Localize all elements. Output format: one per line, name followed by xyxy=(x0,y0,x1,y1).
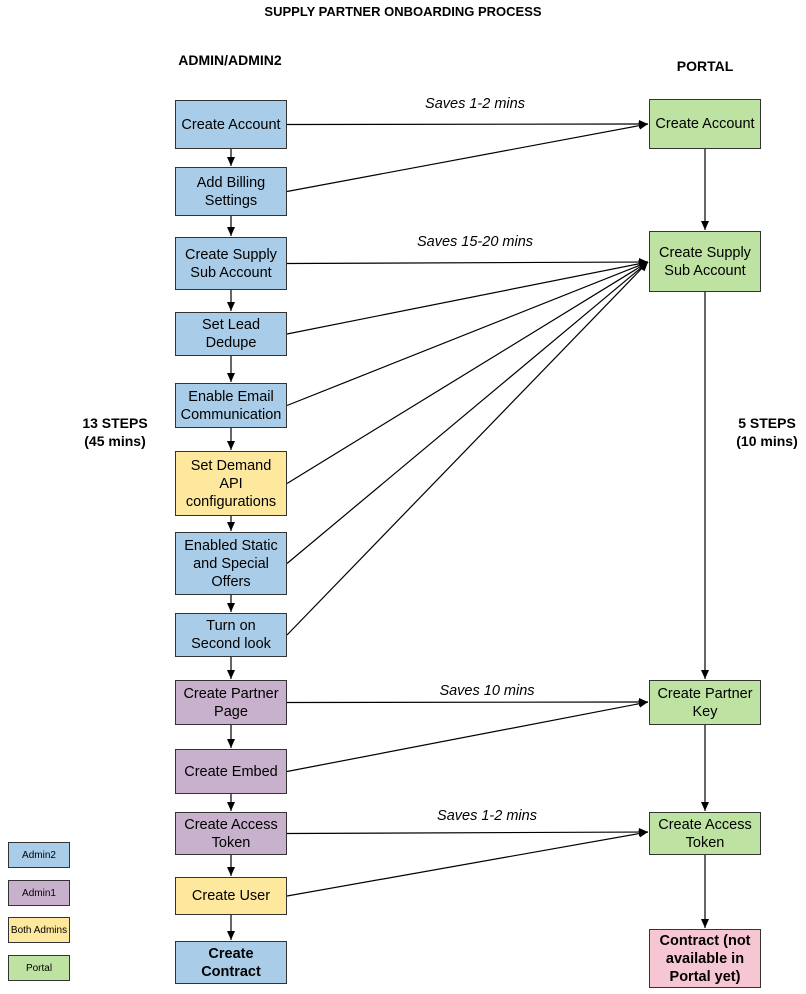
portal-step-box-line: Create Access xyxy=(658,816,752,833)
admin-step-box-line: Settings xyxy=(204,192,258,209)
portal-step-box-line: Sub Account xyxy=(664,262,746,279)
portal-step-box-line: Create Account xyxy=(655,116,755,132)
mapping-arrow xyxy=(286,829,649,897)
admin-step-box-line: Create Embed xyxy=(184,763,278,780)
admin-step-box-line: Enable Email xyxy=(188,388,274,405)
mapping-arrow xyxy=(286,828,649,837)
legend-item: Portal xyxy=(8,955,70,981)
admin-step-box-line: Create Account xyxy=(181,116,281,133)
portal-step-box-line: Create Partner xyxy=(657,685,753,702)
admin-step-box-line: and Special xyxy=(193,555,269,572)
legend-item: Both Admins xyxy=(8,917,70,943)
admin-step-box: Create User xyxy=(175,877,287,915)
admin-step-box: Create Account xyxy=(175,100,287,149)
mapping-arrow xyxy=(286,259,649,335)
portal-step-box-line: Token xyxy=(685,834,725,851)
admin-step-box-line: Sub Account xyxy=(190,264,272,281)
portal-steps-count: 5 STEPS xyxy=(738,415,796,431)
portal-step-box-line: Key xyxy=(692,703,718,720)
admin-steps-count: 13 STEPS xyxy=(82,415,148,431)
admin-step-box-line: Dedupe xyxy=(205,335,257,351)
diagram-title: SUPPLY PARTNER ONBOARDING PROCESS xyxy=(264,4,542,19)
portal-column-header: PORTAL xyxy=(676,58,734,74)
mapping-arrow xyxy=(286,121,649,193)
admin-step-box-line: Set Lead xyxy=(201,317,261,333)
admin-step-box-line: Second look xyxy=(191,636,271,652)
admin-step-box-line: Set Demand xyxy=(190,457,272,474)
admin-step-box-line: Create Partner xyxy=(183,685,279,702)
mapping-arrow xyxy=(286,261,649,564)
savings-label: Saves 1-2 mins xyxy=(437,808,537,824)
admin-step-box-line: Offers xyxy=(211,573,251,590)
admin-step-box: Turn on Second look xyxy=(175,613,287,657)
mapping-arrow xyxy=(286,261,649,485)
portal-step-box-line: available in xyxy=(665,950,745,967)
portal-steps-time: (10 mins) xyxy=(736,433,798,449)
portal-step-box-line: Create Supply xyxy=(659,244,751,261)
admin-step-box-line: API xyxy=(219,475,243,492)
legend-item: Admin1 xyxy=(8,880,70,906)
portal-step-box-line: Contract (not xyxy=(659,932,751,949)
admin-step-box-line: Create Supply xyxy=(185,246,277,263)
admin-step-box-line: Add Billing xyxy=(196,174,266,191)
admin-step-box-line: Create xyxy=(208,945,254,962)
portal-step-box: Create Account xyxy=(649,99,761,149)
mapping-arrow xyxy=(286,699,649,773)
legend-item: Admin2 xyxy=(8,842,70,868)
savings-label: Saves 10 mins xyxy=(439,683,535,699)
portal-steps-label: 5 STEPS (10 mins) xyxy=(722,414,806,450)
admin-steps-label: 13 STEPS (45 mins) xyxy=(60,414,170,450)
mapping-arrow xyxy=(286,698,649,707)
admin-step-box-line: Communication xyxy=(180,406,282,423)
admin-step-box-line: Turn on xyxy=(206,618,256,634)
mapping-arrow xyxy=(286,261,649,636)
admin-step-box-line: Enabled Static xyxy=(184,537,278,554)
admin-step-box-line: Create User xyxy=(191,888,271,904)
savings-label: Saves 1-2 mins xyxy=(425,96,525,112)
admin-column-header: ADMIN/ADMIN2 xyxy=(178,52,282,68)
admin-step-box-line: Create Access xyxy=(184,816,278,833)
mapping-arrow xyxy=(286,258,649,267)
mapping-arrow xyxy=(286,261,649,407)
admin-step-box-line: Contract xyxy=(201,963,261,980)
portal-step-box-line: Portal yet) xyxy=(669,968,741,985)
savings-label: Saves 15-20 mins xyxy=(416,234,534,250)
admin-step-box-line: Token xyxy=(211,834,251,851)
admin-steps-time: (45 mins) xyxy=(84,433,146,449)
mapping-arrow xyxy=(286,120,649,129)
admin-step-box-line: Page xyxy=(214,703,248,720)
admin-step-box: Create Embed xyxy=(175,749,287,794)
admin-step-box-line: configurations xyxy=(185,493,277,510)
